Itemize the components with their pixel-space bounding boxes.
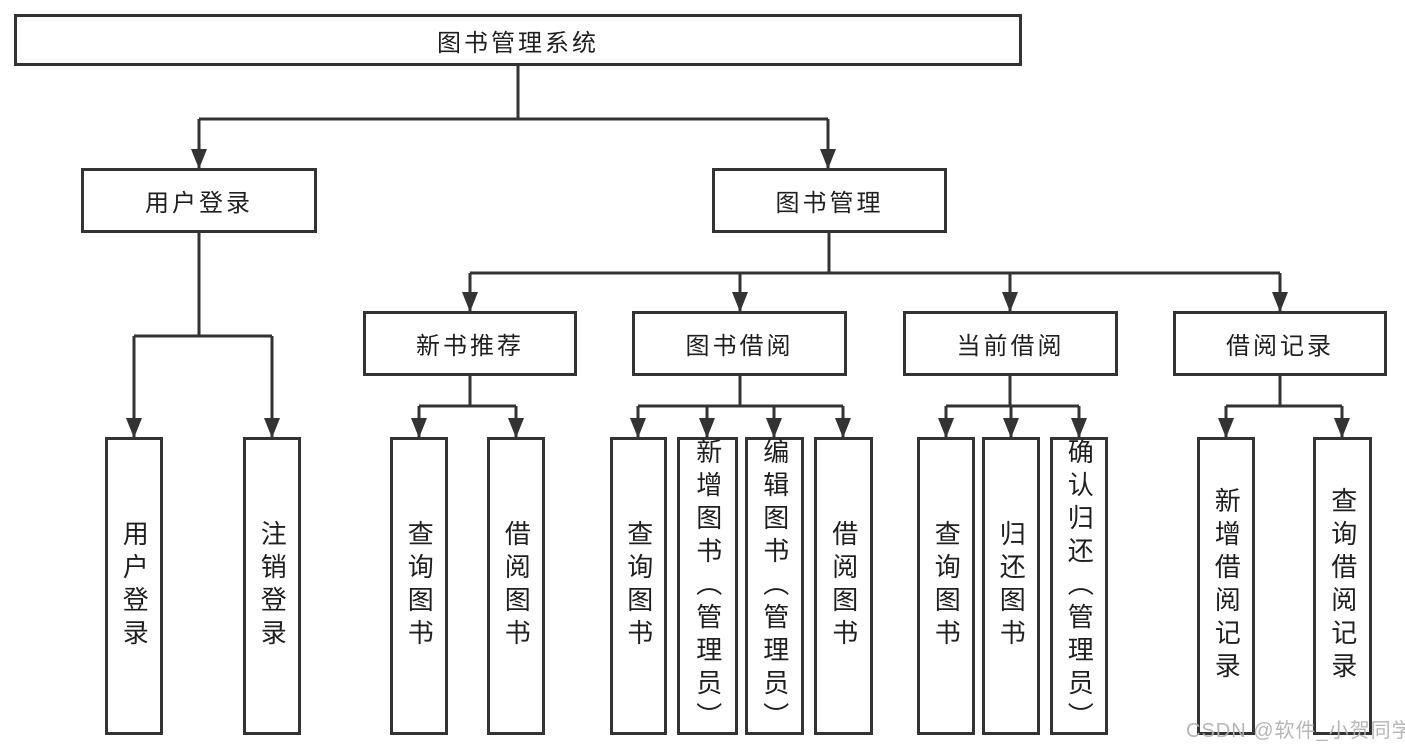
node-recommend-borrow-books: 借阅图书 [487,437,545,735]
node-label: 图书管理 [775,190,884,217]
node-label: 查询图书 [931,520,962,652]
node-user-login-group: 用户登录 [81,168,317,233]
edge-records-to-leaves [1218,376,1350,438]
node-label: 新书推荐 [416,333,524,360]
node-book-management: 图书管理 [712,168,947,233]
node-current-borrowing: 当前借阅 [903,311,1118,376]
node-current-query-books: 查询图书 [917,437,975,735]
node-label: 新增图书（管理员） [692,437,723,735]
node-recommend-query-books: 查询图书 [390,437,448,735]
edge-recommend-to-leaves [411,376,524,438]
node-label: 编辑图书（管理员） [759,437,790,735]
node-label: 图书管理系统 [437,29,599,57]
node-records-add-borrow-record: 新增借阅记录 [1197,437,1255,735]
node-label: 借阅图书 [828,520,859,652]
node-label: 用户登录 [145,190,253,217]
node-root-library-management-system: 图书管理系统 [14,14,1022,66]
edge-current-to-leaves [938,376,1087,438]
node-label: 图书借阅 [685,333,794,360]
csdn-watermark-text: CSDN @软件_小贺同学 [1186,720,1405,742]
node-current-confirm-return-admin: 确认归还（管理员） [1050,437,1108,735]
node-label: 确认归还（管理员） [1064,437,1095,735]
node-borrowing-query-books: 查询图书 [610,437,667,735]
node-logout-login: 注销登录 [243,437,301,735]
node-records-query-borrow-record: 查询借阅记录 [1313,437,1372,735]
node-label: 查询图书 [623,520,654,652]
node-current-return-books: 归还图书 [982,437,1040,735]
edge-borrowing-to-leaves [630,376,851,438]
node-label: 新增借阅记录 [1211,487,1242,685]
node-label: 注销登录 [257,520,288,652]
node-label: 借阅图书 [501,520,532,652]
node-new-book-recommend: 新书推荐 [363,311,577,376]
node-borrowing-borrow-books: 借阅图书 [814,437,873,735]
node-label: 查询借阅记录 [1327,487,1358,685]
node-borrowing-edit-books-admin: 编辑图书（管理员） [745,437,804,735]
node-label: 当前借阅 [956,333,1065,360]
node-label: 借阅记录 [1226,333,1334,360]
node-book-borrowing: 图书借阅 [632,311,847,376]
node-user-login: 用户登录 [105,437,163,735]
edge-login-group-to-leaves [126,233,280,438]
edge-root-to-level2 [191,66,836,169]
node-label: 用户登录 [119,520,150,652]
edge-book-management-to-level3 [462,233,1288,312]
node-label: 查询图书 [404,520,435,652]
node-borrowing-add-books-admin: 新增图书（管理员） [677,437,738,735]
node-label: 归还图书 [996,520,1027,652]
node-borrowing-records: 借阅记录 [1173,311,1387,376]
